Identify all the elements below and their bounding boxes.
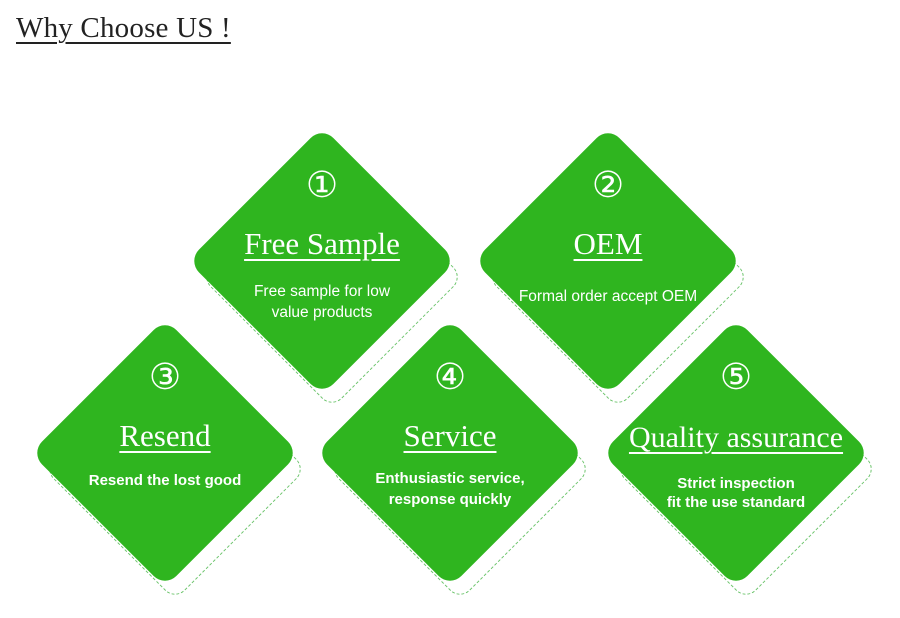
card-description-line: value products (271, 304, 373, 321)
card-description-line: fit the use standard (666, 494, 806, 511)
feature-card-free-sample: ① Free Sample Free sample for low value … (187, 126, 464, 409)
card-heading: Quality assurance (628, 421, 844, 454)
card-description: Resend the lost good (30, 470, 300, 491)
card-heading: Resend (119, 418, 211, 453)
card-heading: Service (403, 418, 497, 453)
card-number: ④ (433, 357, 467, 398)
feature-card-quality-assurance: ⑤ Quality assurance Strict inspection fi… (601, 318, 878, 601)
card-heading: Free Sample (244, 226, 400, 261)
page-title: Why Choose US ! (16, 12, 231, 44)
card-number: ⑤ (719, 357, 753, 398)
card-number: ② (591, 165, 625, 206)
card-description: Enthusiastic service, response quickly (315, 468, 585, 510)
card-description-line: Strict inspection (677, 475, 795, 492)
card-number: ① (305, 165, 339, 206)
feature-card-service: ④ Service Enthusiastic service, response… (315, 318, 592, 601)
card-number: ③ (148, 357, 182, 398)
card-description: Formal order accept OEM (473, 286, 743, 307)
card-description-line: Enthusiastic service, (375, 470, 525, 487)
feature-card-resend: ③ Resend Resend the lost good (30, 318, 307, 601)
card-description: Free sample for low value products (227, 281, 417, 323)
card-description: Strict inspection fit the use standard (601, 474, 871, 512)
card-description-line: Free sample for low (253, 283, 391, 300)
feature-card-oem: ② OEM Formal order accept OEM (473, 126, 750, 409)
card-description-line: Resend the lost good (88, 472, 242, 489)
card-description-line: Formal order accept OEM (518, 288, 698, 305)
card-heading: OEM (573, 226, 643, 261)
card-description-line: response quickly (388, 491, 512, 508)
